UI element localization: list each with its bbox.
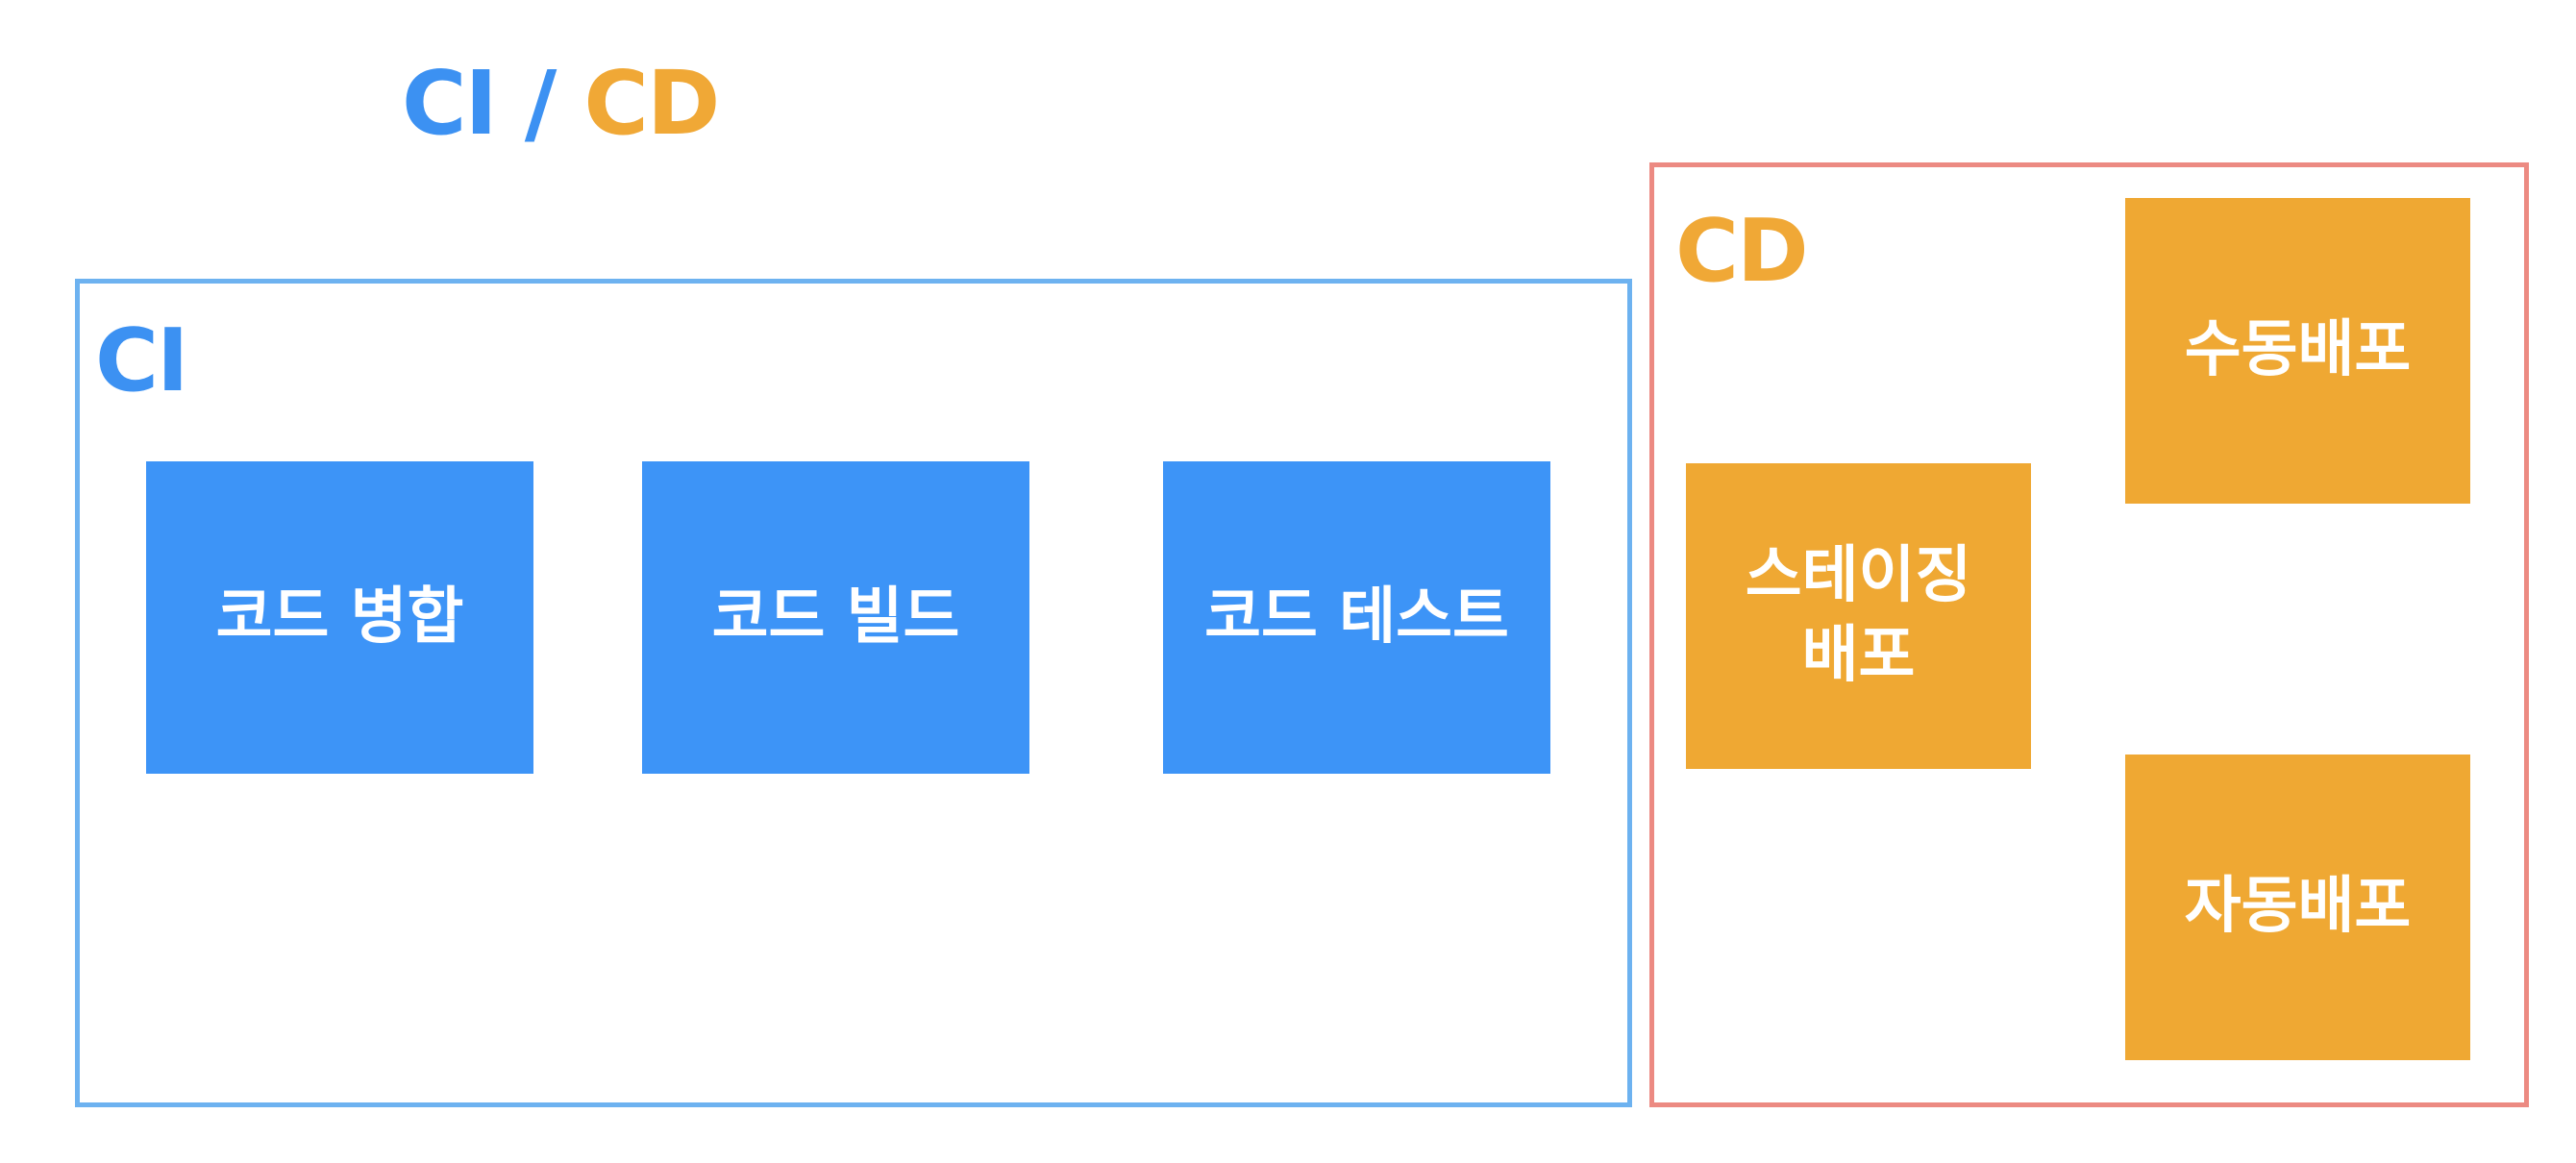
step-manual-deploy: 수동배포 <box>2125 198 2470 504</box>
ci-group-label: CI <box>95 310 189 411</box>
step-code-build: 코드 빌드 <box>642 461 1029 774</box>
title-separator: / <box>524 52 557 155</box>
page-title: CI / CD <box>402 60 720 148</box>
title-cd: CD <box>583 52 720 155</box>
cd-group-label: CD <box>1675 201 1809 302</box>
step-staging-deploy: 스테이징 배포 <box>1686 463 2031 769</box>
title-ci: CI <box>402 52 498 155</box>
step-code-merge: 코드 병합 <box>146 461 533 774</box>
step-code-test: 코드 테스트 <box>1163 461 1550 774</box>
step-auto-deploy: 자동배포 <box>2125 755 2470 1060</box>
